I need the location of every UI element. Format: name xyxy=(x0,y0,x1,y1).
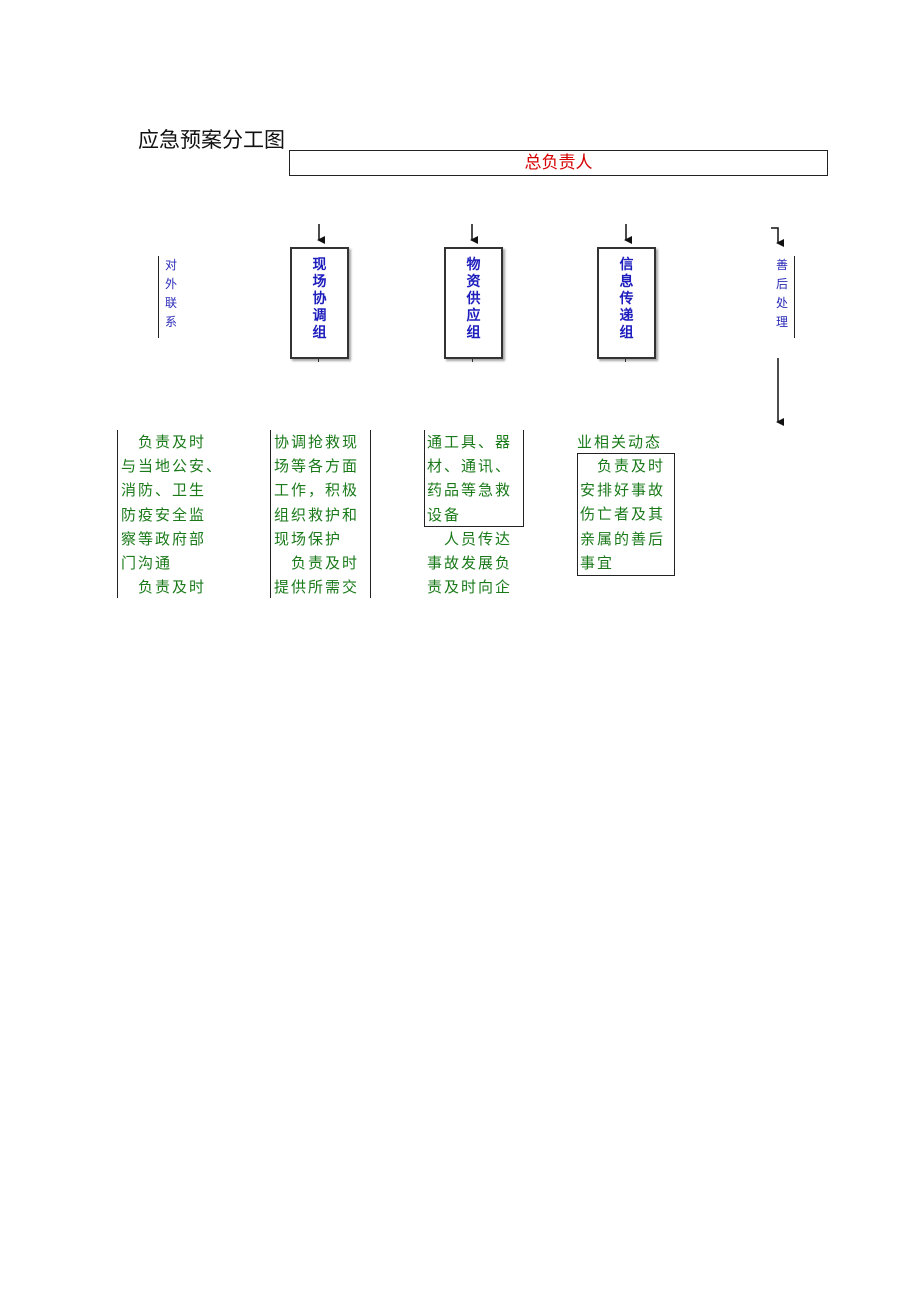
duty-text-col1: 负责及时 与当地公安、 消防、卫生 防疫安全监 察等政府部 门沟通 负责及时 xyxy=(117,430,221,598)
duty-text-col3-box: 通工具、器 材、通讯、 药品等急救 设备 xyxy=(424,430,524,527)
group-tail-3 xyxy=(625,359,626,362)
duty-text-col3: 通工具、器 材、通讯、 药品等急救 设备 人员传达 事故发展负 责及时向企 xyxy=(424,430,524,596)
external-liaison-label: 对 外 联 系 xyxy=(158,256,183,338)
chief-box: 总负责人 xyxy=(289,150,828,176)
aftermath-label: 善 后 处 理 xyxy=(770,256,795,338)
group-box-supply: 物 资 供 应 组 xyxy=(444,247,503,359)
page-title: 应急预案分工图 xyxy=(138,128,285,152)
duty-text-col2: 协调抢救现 场等各方面 工作，积极 组织救护和 现场保护 负责及时 提供所需交 xyxy=(270,430,371,598)
group-box-onsite: 现 场 协 调 组 xyxy=(290,247,349,359)
group-tail-1 xyxy=(318,359,319,362)
duty-text-col4-top: 业相关动态 xyxy=(577,433,663,451)
group-box-info: 信 息 传 递 组 xyxy=(597,247,656,359)
arrow-to-aftermath xyxy=(771,227,784,247)
duty-text-col4-box: 负责及时 安排好事故 伤亡者及其 亲属的善后 事宜 xyxy=(577,453,675,576)
group-tail-2 xyxy=(472,359,473,362)
